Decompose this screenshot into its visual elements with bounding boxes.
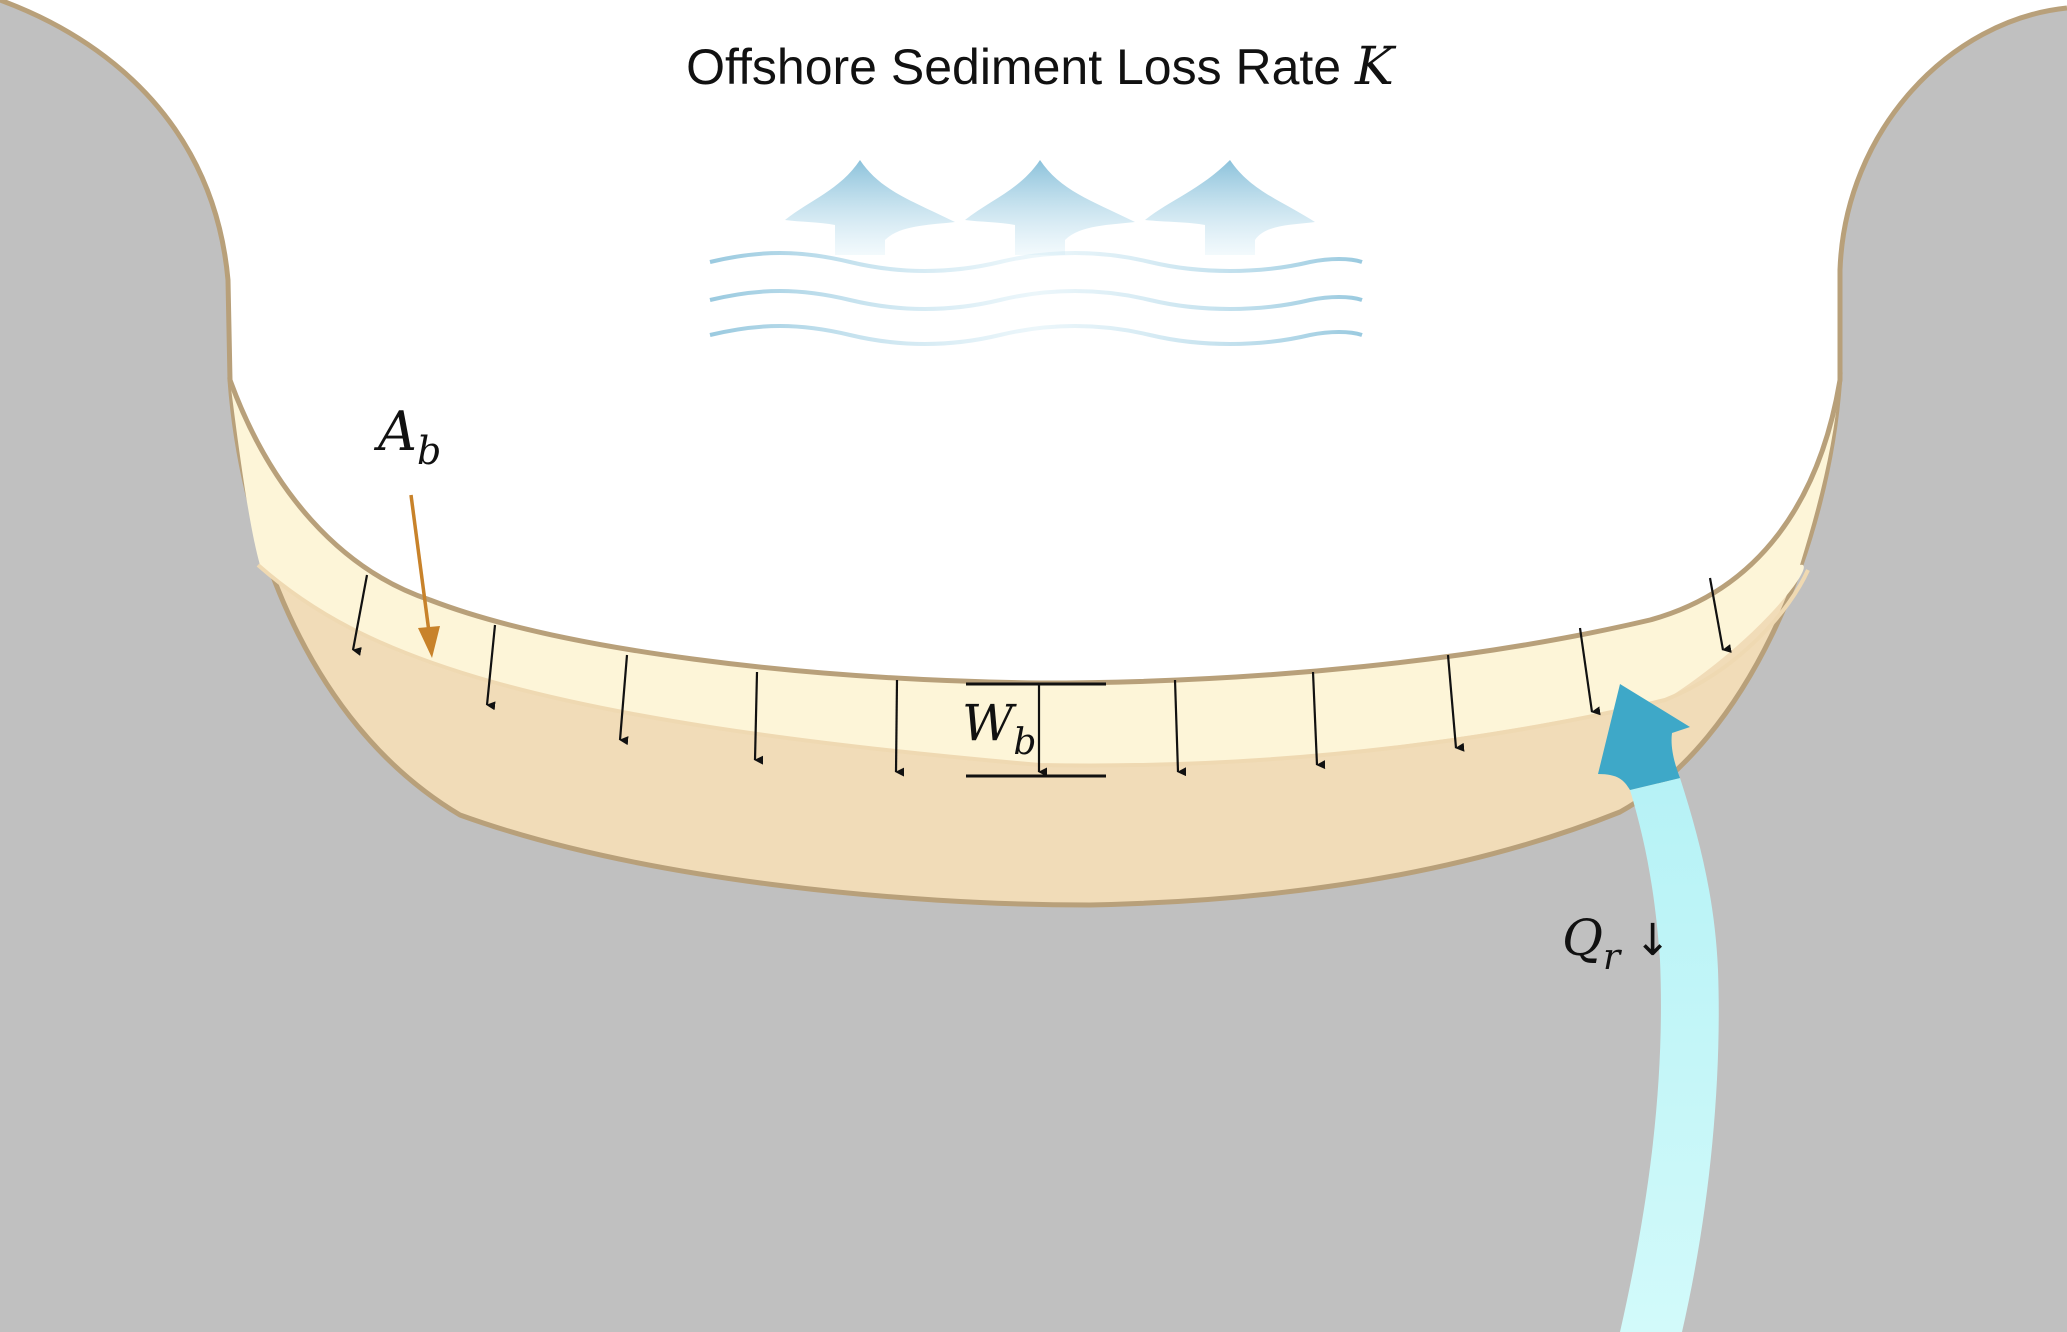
river-label-sub: r (1603, 937, 1622, 978)
river-label-suffix: ↓ (1634, 915, 1671, 966)
deposition-arrow (618, 654, 629, 746)
offshore-arrow-3 (1145, 160, 1315, 255)
area-pointer-shaft (409, 494, 431, 633)
width-label: Wb (962, 694, 1036, 763)
loss-rate-symbol: K (1354, 37, 1397, 97)
offshore-loss-arrows (785, 160, 1315, 255)
area-label: Ab (373, 400, 441, 473)
title-text: Offshore Sediment Loss Rate (686, 39, 1355, 95)
sediment-interface (256, 563, 1810, 768)
area-label-main: A (373, 400, 417, 463)
water-waves (709, 251, 1363, 346)
wave-line-1 (709, 251, 1363, 273)
width-dimension (966, 682, 1106, 778)
water-body (0, 0, 2067, 683)
deposition-arrow (1708, 577, 1732, 653)
area-label-sub: b (417, 429, 441, 473)
deposition-arrow (351, 574, 369, 656)
diagram-title: Offshore Sediment Loss Rate K (686, 37, 1397, 97)
deposition-arrow (894, 679, 905, 777)
offshore-arrow-1 (785, 160, 955, 255)
deposition-arrow (753, 671, 764, 765)
area-pointer (409, 494, 440, 658)
deposition-arrow (485, 624, 497, 711)
wave-line-2 (709, 289, 1363, 311)
deposition-arrow (1311, 671, 1326, 770)
deposition-arrow (1578, 627, 1601, 716)
deposition-arrows (351, 574, 1732, 777)
river-inflow-arrow (1598, 684, 1719, 1332)
width-label-main: W (962, 694, 1017, 752)
river-arrow-body (1620, 778, 1719, 1332)
area-pointer-head (418, 626, 440, 658)
width-label-sub: b (1013, 722, 1036, 763)
deposition-arrow (1446, 654, 1465, 752)
deposition-arrow (1173, 679, 1187, 777)
river-discharge-label: Qr ↓ (1562, 909, 1671, 978)
river-label-main: Q (1562, 909, 1603, 967)
offshore-arrow-2 (965, 160, 1135, 255)
wave-line-3 (709, 324, 1363, 346)
river-arrow-head (1598, 684, 1690, 790)
